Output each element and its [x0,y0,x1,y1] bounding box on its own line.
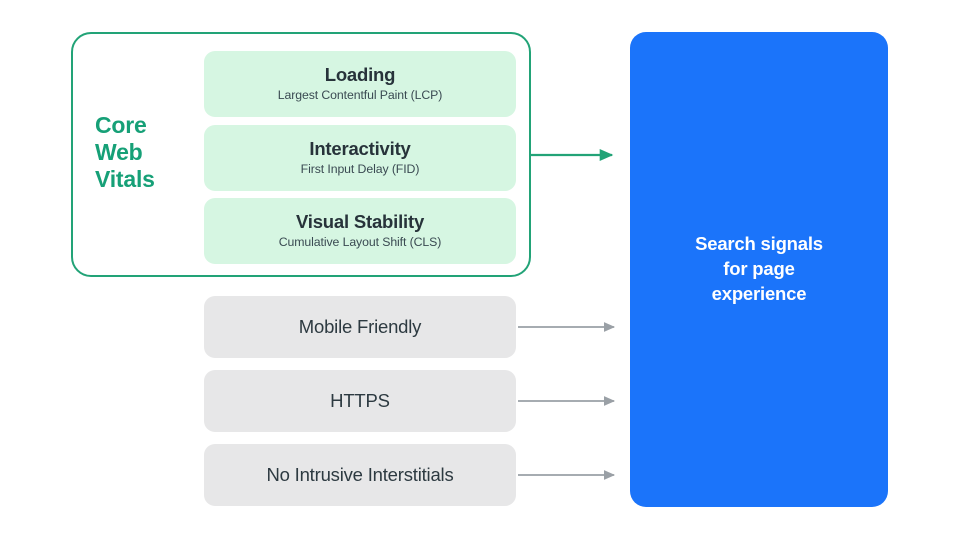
metric-card-visual-stability: Visual Stability Cumulative Layout Shift… [204,198,516,264]
metric-title-interactivity: Interactivity [309,138,411,160]
metric-title-loading: Loading [324,64,396,86]
metric-subtitle-loading: Largest Contentful Paint (LCP) [277,87,443,102]
search-signals-panel: Search signals for page experience [630,32,888,507]
metric-subtitle-visual-stability: Cumulative Layout Shift (CLS) [278,234,442,249]
core-web-vitals-label-line1: Core [95,112,147,138]
metric-title-visual-stability: Visual Stability [295,211,425,233]
signal-card-https: HTTPS [204,370,516,432]
core-web-vitals-label: Core Web Vitals [95,112,195,193]
signal-card-no-intrusive-interstitials: No Intrusive Interstitials [204,444,516,506]
core-web-vitals-label-line3: Vitals [95,165,155,192]
signal-label-https: HTTPS [330,390,390,411]
metric-card-loading: Loading Largest Contentful Paint (LCP) [204,51,516,117]
core-web-vitals-label-line2: Web [95,138,143,165]
metric-subtitle-interactivity: First Input Delay (FID) [300,161,420,176]
signal-label-no-intrusive-interstitials: No Intrusive Interstitials [266,464,454,485]
signal-card-mobile-friendly: Mobile Friendly [204,296,516,358]
metric-card-interactivity: Interactivity First Input Delay (FID) [204,125,516,191]
signal-label-mobile-friendly: Mobile Friendly [298,316,422,337]
search-signals-panel-text: Search signals for page experience [695,233,823,304]
